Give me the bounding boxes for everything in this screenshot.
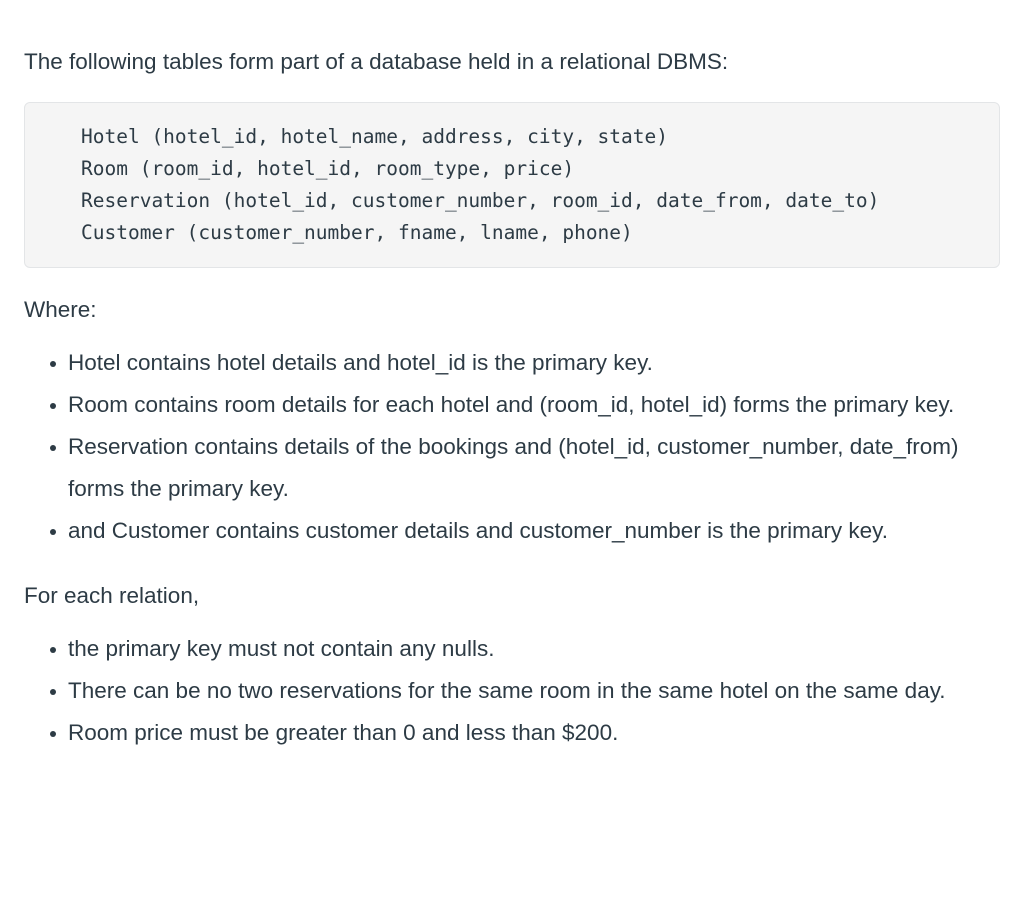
list-item: There can be no two reservations for the… bbox=[24, 670, 980, 712]
list-item: Room contains room details for each hote… bbox=[24, 384, 1000, 426]
where-list: Hotel contains hotel details and hotel_i… bbox=[24, 342, 1000, 552]
for-each-relation-heading: For each relation, bbox=[24, 583, 200, 608]
intro-paragraph: The following tables form part of a data… bbox=[24, 49, 729, 74]
schema-line-room: Room (room_id, hotel_id, room_type, pric… bbox=[81, 157, 575, 180]
schema-line-reservation: Reservation (hotel_id, customer_number, … bbox=[81, 189, 880, 212]
list-item: the primary key must not contain any nul… bbox=[24, 628, 980, 670]
where-heading: Where: bbox=[24, 297, 97, 322]
list-item: Reservation contains details of the book… bbox=[24, 426, 1000, 510]
list-item: Hotel contains hotel details and hotel_i… bbox=[24, 342, 1000, 384]
constraint-list: the primary key must not contain any nul… bbox=[24, 628, 1000, 754]
schema-line-hotel: Hotel (hotel_id, hotel_name, address, ci… bbox=[81, 125, 668, 148]
list-item: Room price must be greater than 0 and le… bbox=[24, 712, 980, 754]
schema-code-block: Hotel (hotel_id, hotel_name, address, ci… bbox=[24, 102, 1000, 268]
list-item: and Customer contains customer details a… bbox=[24, 510, 1000, 552]
document-page: The following tables form part of a data… bbox=[24, 49, 1000, 754]
schema-line-customer: Customer (customer_number, fname, lname,… bbox=[81, 221, 633, 244]
